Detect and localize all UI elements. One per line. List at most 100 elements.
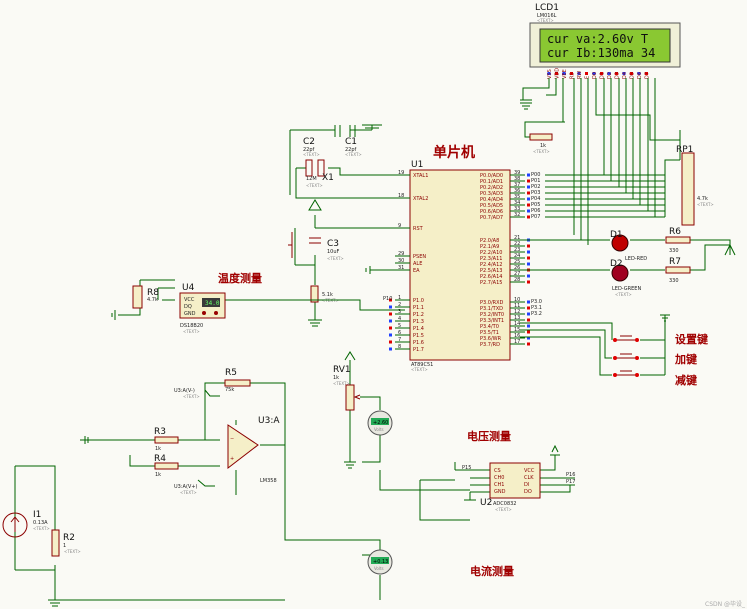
adc-wiring [419,444,575,521]
lcd-pin-label: VEE [562,69,568,79]
mcu-right-pin-number: 27 [514,271,520,277]
rv1-value: 1k [333,375,339,381]
r4-resistor[interactable] [154,462,179,470]
mcu-right-pin-number: 25 [514,259,520,265]
mcu-left-pin-marker [389,326,392,330]
mcu-right-pin-marker [527,256,530,260]
lcd-module[interactable]: LCD1 LM016L <TEXT> cur va:2.60v T cur Ib… [529,3,681,79]
mcu-right-pin-number: 11 [514,303,520,309]
reset-circuit [288,199,405,327]
mcu-left-pin-number: 19 [398,170,404,176]
c1-ref: C1 [345,137,357,147]
sub-key[interactable] [613,370,639,377]
u3-label-top: U3:A(V-) [174,388,195,394]
led-green[interactable] [611,264,629,282]
mcu-right-pin-marker [527,300,530,304]
mcu-right-pin-number: 16 [514,333,520,339]
r5-resistor[interactable] [224,379,251,387]
adc-left-pin: CH1 [494,482,504,488]
mcu-right-pin-number: 22 [514,241,520,247]
mcu-right-pin-name: P0.5/AD5 [480,203,503,209]
mcu-right-pin-number: 34 [514,200,520,206]
p0-net-label: P05 [531,202,540,208]
mcu-right-pin-name: P0.0/AD0 [480,173,503,179]
r6-ref: R6 [669,227,681,237]
adc0832-chip[interactable] [489,462,541,499]
c1-value: 22pf [345,147,357,153]
set-key[interactable] [613,335,639,342]
mcu-right-pin-marker [527,280,530,284]
mcu-left-pin-number: 9 [398,223,401,229]
r4-ref: R4 [154,454,166,464]
lcd-pin-marker [637,72,641,75]
lcd-pin-marker [645,72,648,75]
mcu-right-pin-marker [527,324,530,328]
rp1-wiring [664,159,680,217]
r3-resistor[interactable] [154,436,179,444]
mcu-right-pin-marker [527,342,530,346]
lcd-line-2: cur Ib:130ma 34 [547,46,655,60]
d2-ref: D2 [610,259,623,269]
mcu-right-pin-marker [527,173,530,177]
mcu-chip[interactable] [409,169,511,361]
current-label: 电流测量 [470,564,514,578]
r6-resistor[interactable] [665,236,691,244]
p0-net-label: P06 [531,208,540,214]
mcu-right-pin-number: 35 [514,194,520,200]
ds18b20-down-button[interactable] [202,311,206,315]
r3-value: 1k [155,446,161,452]
mcu-left-pin-name: P1.0 [413,298,424,304]
mcu-title: 单片机 [433,144,475,161]
r2-resistor[interactable] [51,529,60,557]
mcu-left-pin-marker [389,333,392,337]
lcd-pin-label: D3 [615,72,621,79]
mcu-right-pin-name: P3.4/T0 [480,324,499,330]
mcu-right-pin-marker [527,179,530,183]
lcd-pin-marker [562,72,566,75]
ds18b20-tag: <TEXT> [183,329,200,334]
mcu-left-pin-number: 30 [398,258,404,264]
p0-bus [545,108,665,245]
mcu-right-pin-name: P3.6/WR [480,336,502,342]
led-red[interactable] [611,234,629,252]
add-key[interactable] [613,353,639,360]
voltmeter-current-display [371,557,389,564]
mcu-left-pin-marker [389,347,392,351]
lcd-screen [539,28,671,63]
mcu-model: AT89C51 [411,362,433,368]
r5-ref: R5 [225,368,237,378]
mcu-right-pin-name: P3.7/RD [480,342,500,348]
current-source-i1[interactable] [2,512,28,538]
opamp-circuit [14,382,381,601]
mcu-right-pin-marker [527,244,530,248]
rv1-potentiometer[interactable] [345,384,355,411]
rp1-ref: RP1 [676,145,693,155]
ds18b20-up-button[interactable] [214,311,218,315]
mcu-right-pin-number: 28 [514,277,520,283]
rp1-resistor-pack[interactable] [681,152,695,226]
u2-model: ADC0832 [493,501,517,507]
mcu-right-pin-name: P3.2/INT0 [480,312,504,318]
net-p15: P15 [462,465,471,471]
x1-value: 12M [306,176,317,182]
r8-resistor[interactable] [132,285,143,309]
p3-net-label: P3.2 [531,311,542,317]
mcu-left-pin-name: XTAL2 [413,196,428,202]
mcu-left-pin-marker [389,340,392,344]
lcd-contrast-resistor[interactable] [529,133,553,141]
lcd-pin-label: E [585,76,591,79]
p0-net-label: P03 [531,190,540,196]
lcd-pin-label: D2 [607,72,613,79]
mcu-left-pin-number: 1 [398,295,401,301]
rv1-wiper-arrow [353,394,361,400]
ground-bottom [48,599,62,607]
u2-tag: <TEXT> [495,507,512,512]
mcu-right-pin-name: P0.3/AD3 [480,191,503,197]
r7-resistor[interactable] [665,266,691,274]
opamp-triangle[interactable] [227,424,259,470]
tag-rv1: <TEXT> [333,381,350,386]
ea-vcc-arrow [365,266,405,274]
lcd-pin-label: D6 [637,72,643,79]
